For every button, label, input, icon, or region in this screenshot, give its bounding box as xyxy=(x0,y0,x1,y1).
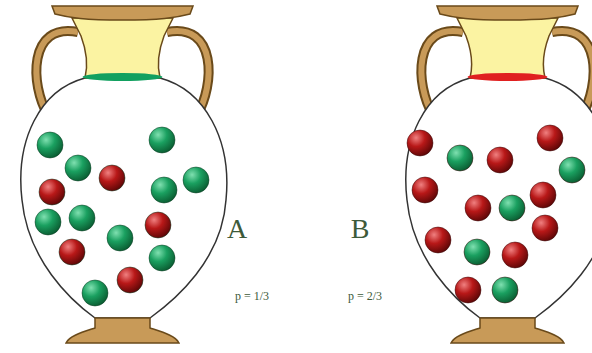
urn-a xyxy=(21,6,227,343)
probability-label: p = 1/3 xyxy=(235,290,269,303)
urn-letter: A xyxy=(227,214,247,245)
band-a xyxy=(83,73,163,81)
balls-a xyxy=(35,127,209,306)
urn-letter: B xyxy=(351,214,370,245)
balls-b xyxy=(407,125,585,303)
probability-label: p = 2/3 xyxy=(348,290,382,303)
urn-b xyxy=(406,6,592,343)
